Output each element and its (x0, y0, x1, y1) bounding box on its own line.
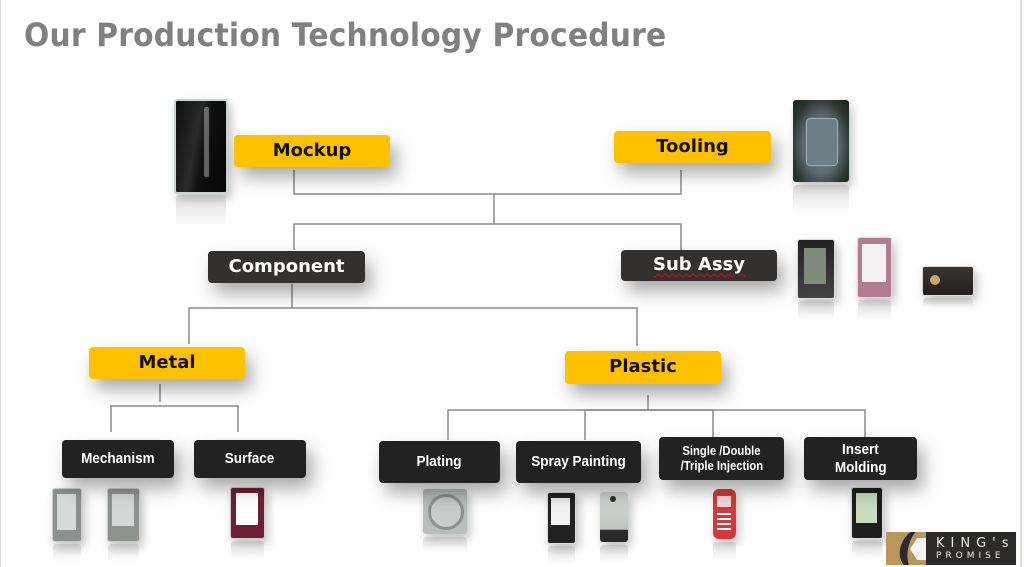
connector-subassy (494, 223, 682, 250)
node-spray-painting: Spray Painting (516, 441, 641, 483)
insert-molding-photo (851, 487, 883, 559)
node-spray-painting-label: Spray Painting (531, 453, 626, 471)
node-surface: Surface (194, 440, 306, 478)
node-injection: Single /Double /Triple Injection (659, 437, 784, 480)
node-mechanism-label: Mechanism (81, 450, 155, 468)
connector-spray (584, 409, 648, 440)
slide-title: Our Production Technology Procedure (24, 16, 667, 54)
mechanism-frame-photo-1 (52, 488, 82, 563)
node-surface-label: Surface (225, 450, 275, 468)
node-plastic-label: Plastic (609, 356, 677, 378)
node-metal-label: Metal (138, 351, 196, 373)
node-component-label: Component (228, 255, 345, 277)
injection-phone-photo (713, 489, 736, 560)
spray-back-photo (600, 492, 628, 563)
logo-mark-icon (886, 532, 926, 565)
connector-plating (447, 409, 648, 440)
logo-line1: KING's (936, 535, 1015, 551)
connector-injection (648, 409, 714, 437)
connector-plastic (292, 307, 638, 346)
node-metal: Metal (89, 347, 245, 379)
spray-front-photo (547, 492, 576, 564)
slide-edge-right (1020, 0, 1022, 567)
connector-mechanism (110, 405, 160, 432)
subassy-keypad-photo (922, 266, 974, 308)
node-sub-assy: Sub Assy (621, 250, 777, 281)
node-tooling: Tooling (614, 131, 771, 163)
node-injection-label-line2: /Triple Injection (680, 458, 763, 473)
node-mockup: Mockup (234, 135, 390, 167)
connector-metal (188, 307, 292, 344)
node-tooling-label: Tooling (656, 135, 729, 157)
node-injection-label-line1: Single /Double (682, 444, 761, 459)
node-component: Component (208, 251, 365, 283)
node-sub-assy-label: Sub Assy (652, 254, 746, 276)
tooling-mold-photo (793, 100, 849, 214)
connector-surface (160, 405, 239, 432)
node-mockup-label: Mockup (272, 139, 352, 161)
subassy-front-cover-photo (857, 237, 892, 321)
surface-cover-photo (230, 487, 265, 559)
node-mechanism: Mechanism (62, 440, 174, 478)
connector-component (293, 223, 494, 250)
mechanism-frame-photo-2 (107, 488, 140, 563)
node-plating-label: Plating (416, 453, 462, 471)
node-plating: Plating (379, 441, 500, 483)
connector-tooling (494, 170, 682, 195)
plating-ring-photo (423, 489, 467, 553)
slide-edge-left (0, 0, 1, 567)
connector-mockup (293, 170, 494, 195)
node-insert-molding: Insert Molding (804, 437, 917, 480)
logo-text: KING's PROMISE (926, 537, 1015, 561)
node-insert-molding-label-line1: Insert (842, 441, 879, 459)
subassy-frame-photo (797, 239, 835, 322)
node-insert-molding-label-line2: Molding (834, 458, 887, 476)
connector-insert (648, 409, 866, 437)
kings-promise-logo: KING's PROMISE (886, 532, 1016, 565)
mockup-phone-photo (174, 99, 228, 227)
logo-line2: PROMISE (936, 550, 1005, 561)
node-plastic: Plastic (565, 351, 721, 384)
